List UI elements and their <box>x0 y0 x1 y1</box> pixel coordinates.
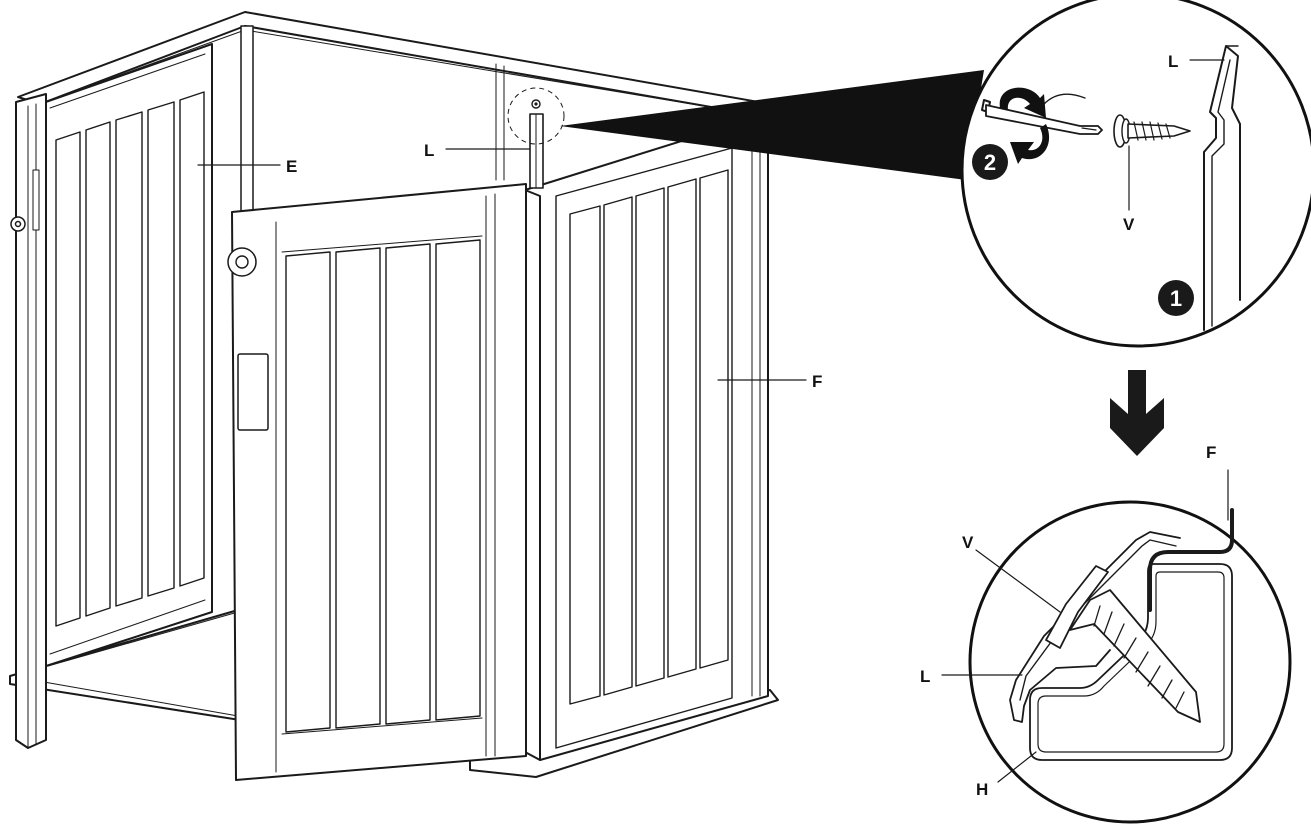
front-door <box>227 183 527 781</box>
label-profile-l: L <box>424 141 434 160</box>
rotation-arrow-icon <box>999 87 1050 164</box>
profile-side-view <box>1203 45 1241 331</box>
label-clip-l-bottom: L <box>920 667 930 686</box>
step-number-one: 1 <box>1170 286 1182 311</box>
step-badge-two: 2 <box>972 144 1008 180</box>
right-wall-panel <box>524 113 769 761</box>
label-housing-h: H <box>976 780 988 799</box>
clip-profile <box>1009 531 1181 723</box>
step-badge-one: 1 <box>1158 280 1194 316</box>
label-wall-e: E <box>286 157 297 176</box>
step-number-two: 2 <box>984 150 996 175</box>
screwdriver-icon <box>981 99 1103 135</box>
left-door <box>10 93 47 749</box>
label-screw-v-top: V <box>1123 215 1135 234</box>
label-wall-f: F <box>812 372 822 391</box>
door-handle-icon <box>237 353 269 431</box>
down-arrow-icon <box>1110 370 1164 456</box>
label-profile-f-bottom: F <box>1206 443 1216 462</box>
label-screw-v-bottom: V <box>962 533 974 552</box>
zoom-focus-circle <box>507 87 565 145</box>
cabinet-assembly: E F L <box>9 11 822 781</box>
left-wall-panel <box>39 43 213 669</box>
housing-profile <box>1029 563 1233 761</box>
rotation-guide <box>1043 93 1086 105</box>
corner-profile <box>507 87 565 189</box>
screw-v-icon <box>1113 114 1191 148</box>
detail-circle-bottom: F V L H <box>920 443 1292 824</box>
zoom-connector <box>560 70 984 180</box>
screw-v-angled-icon <box>1045 565 1201 723</box>
label-profile-l-top: L <box>1168 52 1178 71</box>
detail-circle-top: V L 2 1 <box>960 0 1311 348</box>
